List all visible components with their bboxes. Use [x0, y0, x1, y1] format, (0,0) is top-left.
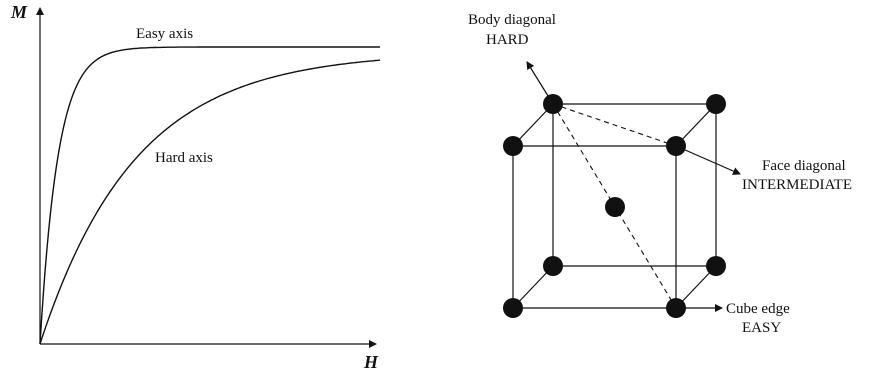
face-diagonal-label: Face diagonal [762, 158, 846, 174]
atom [706, 94, 726, 114]
face-diagonal-line [552, 103, 677, 147]
cube-atoms [503, 94, 726, 318]
cube-diagram: Body diagonal HARD Face diagonal INTERME… [468, 12, 852, 336]
cube-edge-hardness: EASY [742, 320, 781, 336]
body-diagonal-arrow [526, 61, 554, 105]
body-center-atom [605, 197, 625, 217]
face-diagonal-arrow [675, 145, 741, 175]
cube-edge-label: Cube edge [726, 301, 790, 317]
easy-axis-curve [39, 46, 380, 345]
atom [503, 136, 523, 156]
atom [706, 256, 726, 276]
x-axis-label: H [363, 352, 379, 372]
hard-axis-curve [39, 59, 381, 345]
face-diagonal-hardness: INTERMEDIATE [742, 177, 852, 193]
easy-axis-label: Easy axis [136, 26, 193, 42]
atom [503, 298, 523, 318]
body-diagonal-label: Body diagonal [468, 12, 556, 28]
hard-axis-label: Hard axis [155, 150, 213, 166]
magnetization-plot: M H Easy axis Hard axis [10, 2, 381, 372]
y-axis-label: M [10, 2, 28, 22]
body-diagonal-hardness: HARD [486, 32, 529, 48]
atom [543, 256, 563, 276]
